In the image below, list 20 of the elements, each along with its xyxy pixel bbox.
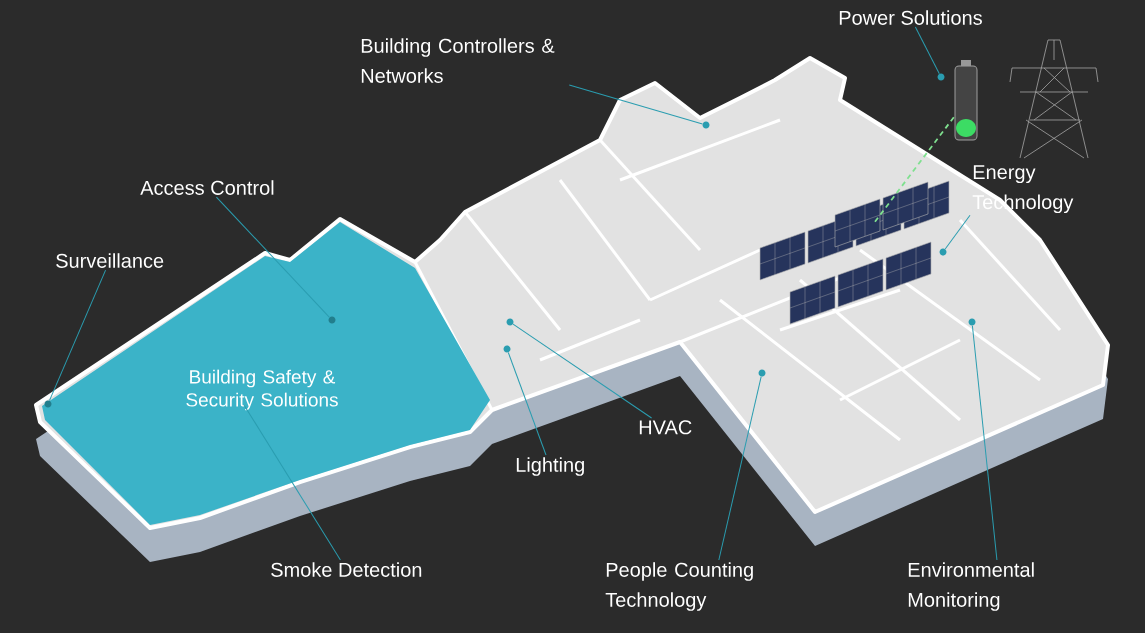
leader-line	[971, 325, 998, 561]
callout-label: Power Solutions	[839, 10, 982, 25]
leader-line	[568, 84, 703, 125]
callout-label: Lighting	[516, 457, 584, 476]
leader-line	[215, 196, 330, 318]
leader-line	[914, 26, 940, 75]
leader-line	[718, 376, 762, 561]
leader-line	[944, 214, 971, 250]
callout-label: HVAC	[639, 420, 692, 435]
callout-label: Building Controllers & Networks	[361, 38, 555, 83]
leader-line	[512, 323, 653, 419]
callout-label: Surveillance	[56, 253, 164, 268]
battery-drawing	[954, 60, 978, 141]
callout-label: Smoke Detection	[271, 562, 422, 577]
leader-line	[243, 404, 341, 561]
solar-panel-drawing	[759, 180, 950, 325]
callout-label: People Counting Technology	[605, 562, 753, 611]
callout-label: Access Control	[140, 180, 274, 195]
callout-label: Environmental Monitoring	[908, 562, 1034, 611]
leader-line	[507, 351, 547, 456]
